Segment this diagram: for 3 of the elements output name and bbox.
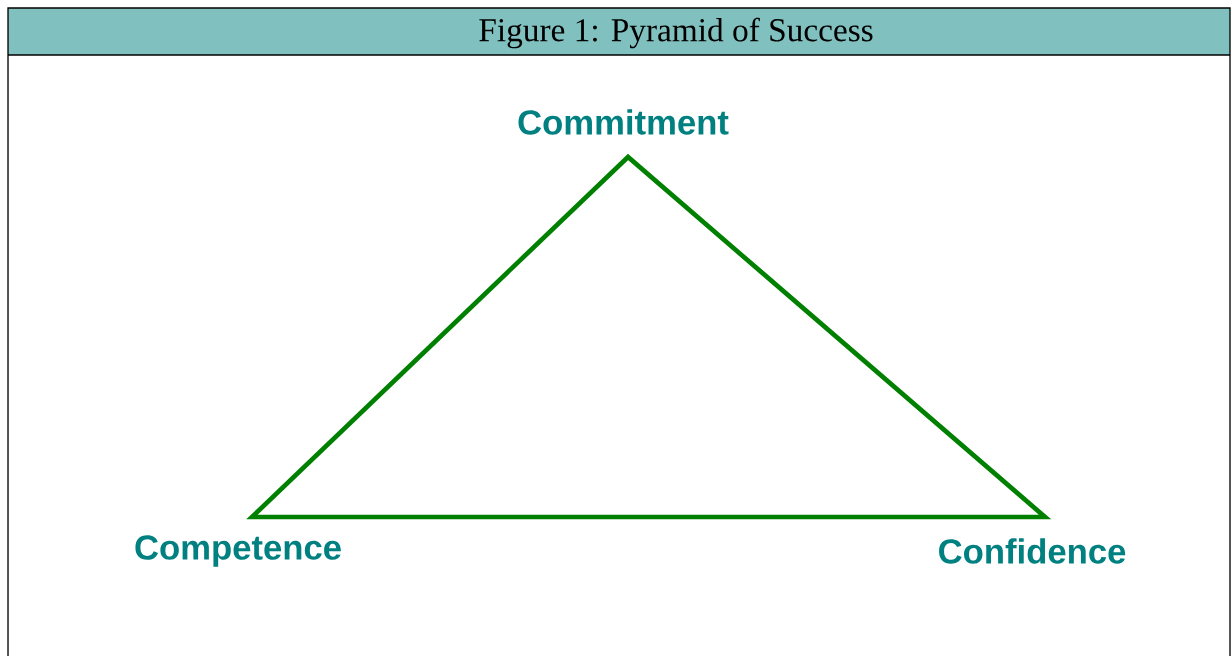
- vertex-label: Competence: [135, 535, 341, 567]
- vertex-label: Confidence: [939, 538, 1126, 564]
- title-bar: Figure 1: Pyramid of Success: [7, 8, 1231, 56]
